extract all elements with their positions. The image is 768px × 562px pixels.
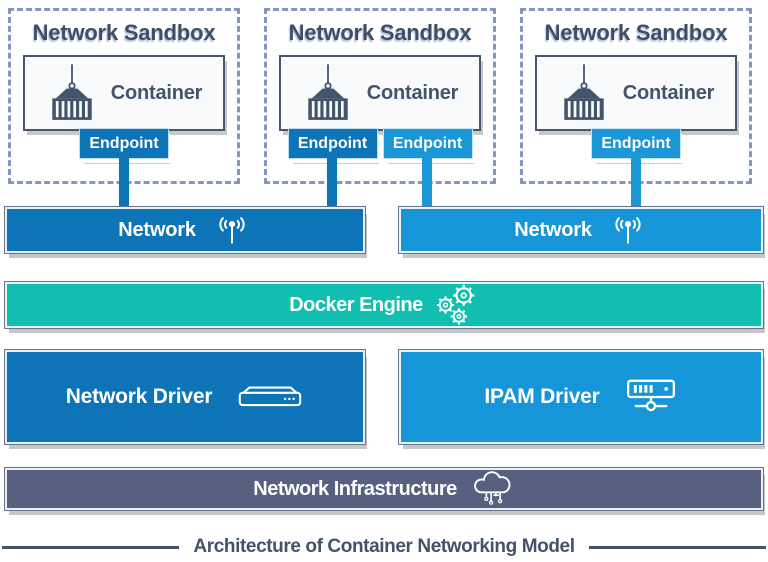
container-label: Container (622, 81, 715, 104)
container-box: Container (535, 55, 737, 131)
caption-row: Architecture of Container Networking Mod… (0, 534, 768, 560)
container-label: Container (110, 81, 203, 104)
network-infrastructure-bar: Network Infrastructure (4, 467, 764, 511)
network-bar-left: Network (4, 206, 366, 254)
caption-rule-left (2, 545, 180, 549)
network-label: Network (514, 218, 592, 241)
endpoint: Endpoint (79, 128, 169, 159)
network-driver-box: Network Driver (4, 349, 366, 445)
container-icon (307, 64, 348, 120)
network-driver-label: Network Driver (65, 385, 213, 408)
container-box: Container (23, 55, 225, 131)
network-sandbox-2: Network Sandbox Container Endpoint Endpo… (264, 8, 496, 184)
ipam-driver-label: IPAM Driver (484, 385, 600, 408)
antenna-icon (212, 216, 252, 244)
connector-endpoint-network (631, 156, 641, 210)
server-icon (624, 377, 678, 417)
container-icon (563, 64, 604, 120)
diagram-title: Architecture of Container Networking Mod… (193, 536, 575, 557)
network-bar-right: Network (398, 206, 764, 254)
connector-endpoint-network (327, 156, 337, 210)
switch-icon (236, 385, 304, 410)
ipam-driver-box: IPAM Driver (398, 349, 764, 445)
container-icon (51, 64, 92, 120)
docker-engine-bar: Docker Engine (4, 281, 764, 329)
sandbox-title: Network Sandbox (288, 20, 472, 45)
sandbox-title: Network Sandbox (544, 20, 728, 45)
network-infrastructure-label: Network Infrastructure (253, 477, 457, 500)
cloud-icon (471, 470, 515, 508)
sandbox-title: Network Sandbox (32, 20, 216, 45)
endpoint: Endpoint (591, 128, 681, 159)
network-sandbox-1: Network Sandbox Container Endpoint (8, 8, 240, 184)
docker-engine-label: Docker Engine (289, 293, 423, 316)
container-label: Container (366, 81, 459, 104)
caption-rule-right (588, 545, 766, 549)
container-box: Container (279, 55, 481, 131)
endpoint: Endpoint (287, 128, 378, 159)
connector-endpoint-network (422, 156, 432, 210)
network-sandbox-3: Network Sandbox Container Endpoint (520, 8, 752, 184)
gears-icon (435, 283, 479, 327)
connector-endpoint-network (119, 156, 129, 210)
network-label: Network (118, 218, 196, 241)
antenna-icon (608, 216, 648, 244)
endpoint: Endpoint (382, 128, 473, 159)
